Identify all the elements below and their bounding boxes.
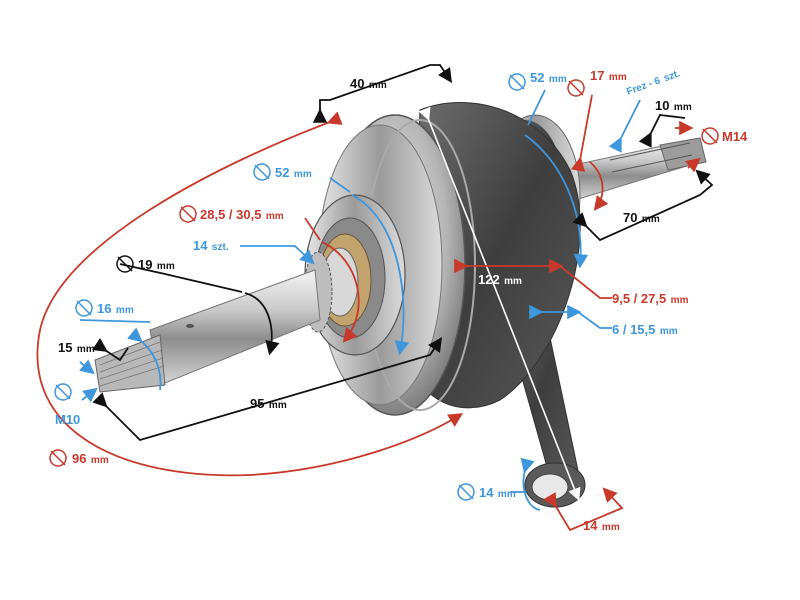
diameter-icon <box>75 299 93 317</box>
left-gear-arc <box>321 241 360 343</box>
dimension-lines <box>36 64 714 532</box>
label-right-bearing-dia: 52 mm <box>530 69 567 86</box>
diameter-icon <box>457 483 475 501</box>
label-crank-web: 9,5 / 27,5 mm <box>612 290 689 307</box>
label-right-shaft-len: 70 mm <box>623 209 660 226</box>
label-left-bearing-dia: 52 mm <box>275 164 312 181</box>
label-right-thread-len: 10 mm <box>655 97 692 114</box>
right-shaft-len-dim <box>572 169 714 242</box>
left-shaft <box>94 269 321 393</box>
label-left-shaft-len: 95 mm <box>250 395 287 412</box>
crank-web-leader <box>559 265 612 299</box>
label-left-gear-dia: 28,5 / 30,5 mm <box>200 206 284 223</box>
right-thread-arrow-bottom <box>685 157 701 173</box>
splines-leader <box>608 99 641 153</box>
left-thread-arrow-top <box>79 359 95 375</box>
diameter-icon <box>701 127 719 145</box>
flywheel-diameter-arc <box>36 111 464 477</box>
flywheel-width-dim <box>312 64 452 123</box>
left-shaft-len-dim <box>92 337 442 442</box>
label-flywheel-dia: 96 mm <box>72 450 109 467</box>
left-bearing-arc <box>351 194 410 356</box>
label-left-thread: M10 <box>55 412 80 427</box>
diameter-icon <box>116 255 134 273</box>
diameter-icon <box>567 79 585 97</box>
diameter-icon <box>253 163 271 181</box>
label-web-thickness: 6 / 15,5 mm <box>612 321 678 338</box>
web-thickness-leader <box>577 311 612 329</box>
pin-dia-arc <box>520 457 541 511</box>
crank-height-dim <box>418 106 581 501</box>
label-left-shaft-dia: 16 mm <box>97 300 134 317</box>
left-thread-arrow-bottom <box>81 387 98 403</box>
label-splines: Frez - 6 szt. <box>624 64 683 99</box>
left-gear-leader <box>304 217 321 241</box>
left-bearing-leader <box>329 177 351 193</box>
diameter-icon <box>508 73 526 91</box>
diameter-icon <box>49 449 67 467</box>
gear-teeth-leader <box>240 245 315 265</box>
label-taper-dia: 19 mm <box>138 256 175 273</box>
diameter-icon <box>179 205 197 223</box>
label-pin-width: 14 mm <box>583 517 620 534</box>
pin-width-dim <box>543 487 624 532</box>
right-seat-leader <box>570 94 593 172</box>
label-right-thread: M14 <box>722 129 748 144</box>
label-left-thread-len: 15 mm <box>58 339 95 356</box>
right-thread-len-dim <box>638 114 686 148</box>
left-shaft-dia-leader <box>79 319 151 323</box>
label-flywheel-width: 40 mm <box>350 75 387 92</box>
label-right-seat-dia: 17 mm <box>590 67 627 84</box>
label-pin-dia: 14 mm <box>479 484 516 501</box>
diameter-icons <box>49 73 719 501</box>
dimension-labels: 40 mm 52 mm 17 mm Frez - 6 szt. 10 mm M1… <box>55 64 748 534</box>
diameter-icon <box>54 383 72 401</box>
label-gear-teeth: 14 szt. <box>193 237 229 254</box>
label-crank-height: 122 mm <box>478 271 522 288</box>
taper-leader <box>119 263 243 293</box>
